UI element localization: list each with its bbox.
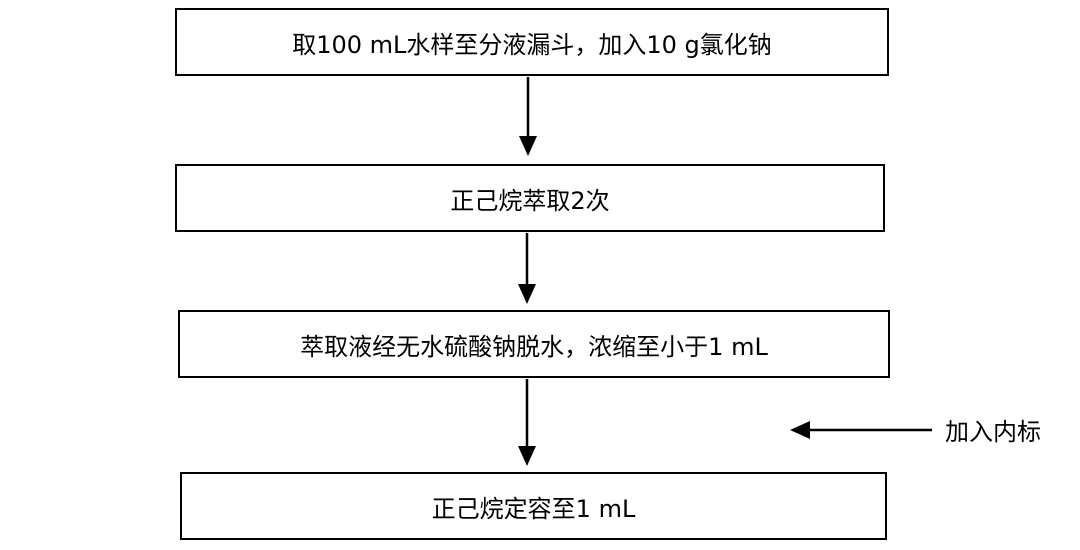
- arrow-step2-to-step3: [518, 233, 536, 304]
- step-2-label: 正己烷萃取2次: [450, 186, 610, 215]
- arrow-step3-to-step4: [518, 379, 536, 466]
- step-1-box: 取100 mL水样至分液漏斗，加入10 g氯化钠: [175, 8, 889, 76]
- step-2-box: 正己烷萃取2次: [175, 164, 885, 232]
- arrow-step1-to-step2: [519, 77, 537, 156]
- step-3-label: 萃取液经无水硫酸钠脱水，浓缩至小于1 mL: [300, 332, 768, 361]
- step-4-box: 正己烷定容至1 mL: [180, 472, 887, 540]
- step-3-box: 萃取液经无水硫酸钠脱水，浓缩至小于1 mL: [178, 310, 890, 378]
- step-1-label: 取100 mL水样至分液漏斗，加入10 g氯化钠: [292, 30, 772, 59]
- side-input-label: 加入内标: [945, 418, 1041, 446]
- arrow-side-input: [790, 421, 932, 439]
- step-4-label: 正己烷定容至1 mL: [431, 494, 636, 523]
